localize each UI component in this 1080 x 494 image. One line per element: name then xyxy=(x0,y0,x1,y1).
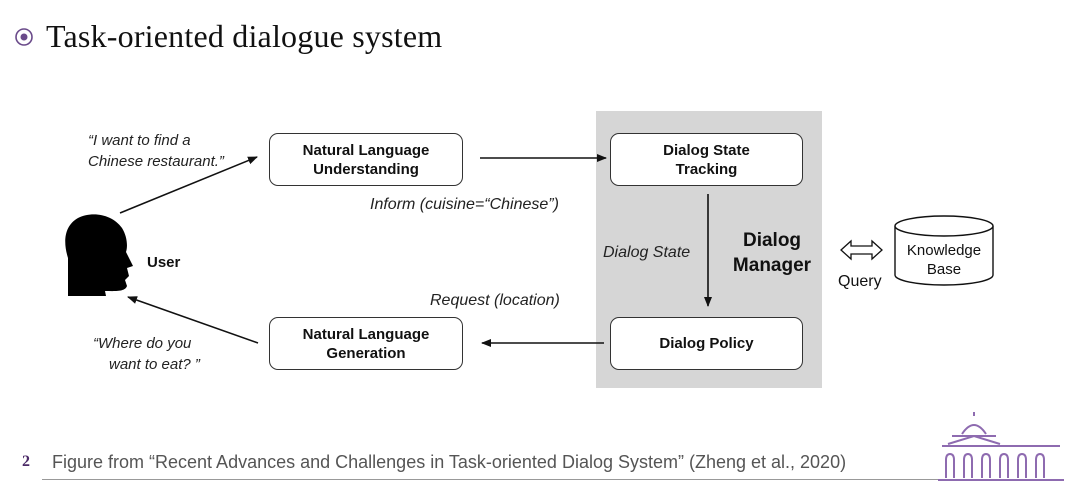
knowledge-base-label: Knowledge Base xyxy=(906,242,982,278)
dialog-manager-label: Dialog Manager xyxy=(732,230,812,276)
user-label: User xyxy=(147,254,181,271)
university-logo-icon xyxy=(938,412,1064,481)
dialog-policy-box: Dialog Policy xyxy=(610,317,803,370)
slide-title-row: Task-oriented dialogue system xyxy=(14,18,442,55)
inform-label: Inform (cuisine=“Chinese”) xyxy=(370,196,559,213)
double-arrow-icon xyxy=(840,239,883,261)
slide-title: Task-oriented dialogue system xyxy=(46,18,443,54)
footer-divider xyxy=(42,479,1062,480)
page-number: 2 xyxy=(22,453,30,470)
dialog-state-label: Dialog State xyxy=(603,244,691,261)
query-label: Query xyxy=(838,273,882,290)
request-label: Request (location) xyxy=(430,292,560,309)
circle-bullet-icon xyxy=(15,27,33,46)
user-quote-top: “I want to find a Chinese restaurant.” xyxy=(88,132,224,170)
arrow-nlg-to-user xyxy=(127,296,259,344)
user-head-icon xyxy=(65,214,133,296)
knowledge-base-cylinder xyxy=(894,215,994,286)
system-quote-bottom: “Where do you want to eat? ” xyxy=(93,335,200,373)
arrow-user-to-nlu xyxy=(119,156,258,214)
figure-citation: Figure from “Recent Advances and Challen… xyxy=(52,452,847,472)
